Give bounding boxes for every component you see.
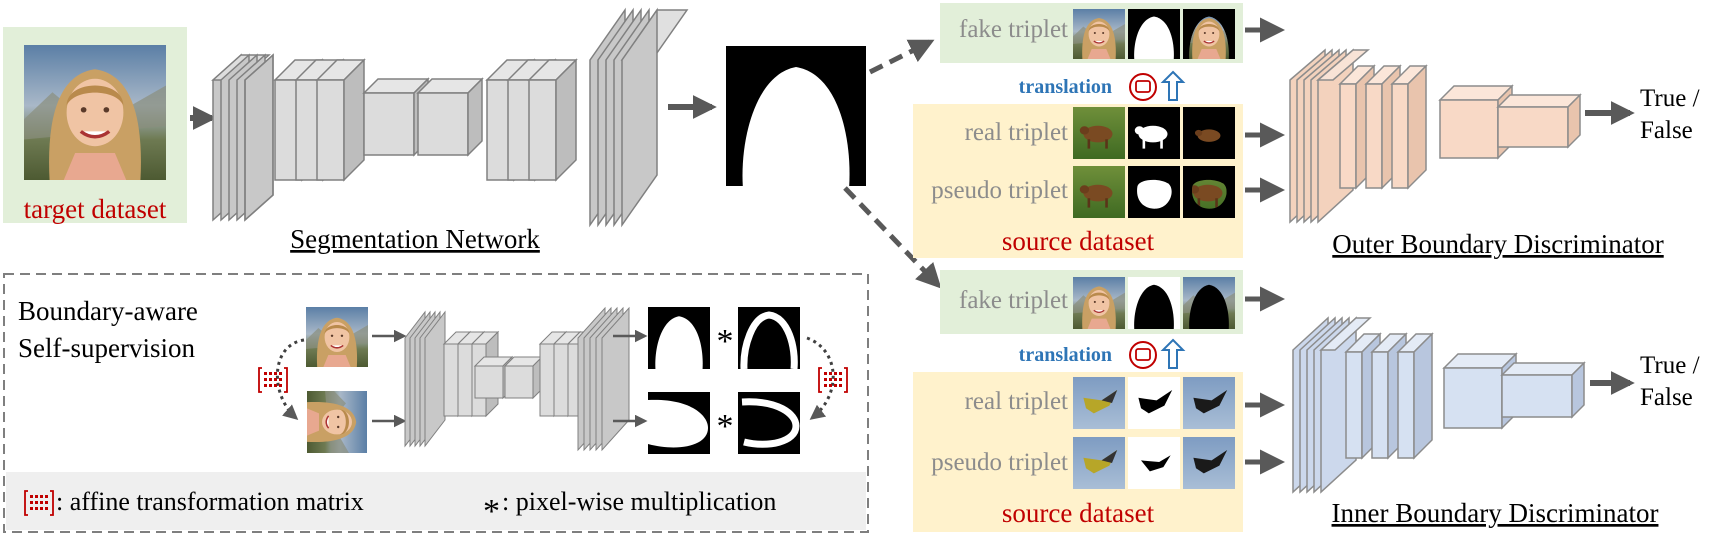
- face-photo-icon: [1183, 9, 1235, 59]
- outer-false-label: False: [1640, 117, 1693, 144]
- dashed-arrow-outer: [868, 39, 935, 75]
- refresh-icon: [1129, 73, 1157, 101]
- mask-icon: [1128, 107, 1180, 159]
- cow-photo-icon: [1073, 107, 1125, 159]
- inner-source-dataset-label: source dataset: [1002, 498, 1155, 528]
- affine-matrix-icon: [258, 367, 288, 393]
- mask-icon: [1128, 437, 1180, 489]
- face-photo-icon: [22, 43, 168, 182]
- up-arrow-icon: [1160, 338, 1186, 369]
- small-segmentation-network: [404, 306, 630, 452]
- mask-icon: [1128, 377, 1180, 429]
- mask-icon: [648, 392, 710, 454]
- inner-true-label: True /: [1640, 352, 1700, 379]
- legend-pixelwise-label: : pixel-wise multiplication: [502, 487, 776, 516]
- inner-fake-triplet-label: fake triplet: [959, 287, 1068, 314]
- outer-boundary-discriminator: [1289, 48, 1582, 224]
- refresh-icon: [1129, 341, 1157, 369]
- bird-photo-icon: [1073, 377, 1125, 429]
- outer-source-dataset-label: source dataset: [1002, 226, 1155, 256]
- self-supervision-title-line2: Self-supervision: [18, 333, 195, 363]
- outer-pseudo-triplet-label: pseudo triplet: [931, 177, 1068, 204]
- outer-real-triplet-label: real triplet: [965, 119, 1068, 146]
- legend-affine-label: : affine transformation matrix: [56, 487, 364, 516]
- face-photo-icon: [1072, 276, 1126, 330]
- outer-discriminator-label: Outer Boundary Discriminator: [1332, 229, 1663, 259]
- face-photo-icon: [305, 306, 369, 368]
- inner-pseudo-triplet-label: pseudo triplet: [931, 449, 1068, 476]
- multiply-symbol-2: *: [717, 408, 734, 445]
- outer-fake-triplet-label: fake triplet: [959, 16, 1068, 43]
- inner-discriminator-label: Inner Boundary Discriminator: [1332, 498, 1659, 528]
- multiply-symbol-1: *: [717, 323, 734, 360]
- segmentation-network-label: Segmentation Network: [290, 224, 540, 254]
- mask-icon: [1128, 166, 1180, 218]
- bird-photo-icon: [1073, 437, 1125, 489]
- inner-real-triplet-label: real triplet: [965, 388, 1068, 415]
- legend-strip: [6, 472, 866, 530]
- bird-photo-icon: [1183, 437, 1235, 489]
- inner-false-label: False: [1640, 384, 1693, 411]
- segmentation-network: [211, 7, 689, 228]
- inner-boundary-discriminator: [1292, 316, 1586, 494]
- self-supervision-box: [3, 273, 869, 533]
- cow-photo-icon: [1183, 166, 1235, 218]
- face-photo-icon: [1183, 277, 1235, 329]
- legend-asterisk-symbol: *: [483, 493, 500, 530]
- boundary-mask-icon: [738, 307, 800, 370]
- dotted-arrow-left: [275, 338, 305, 420]
- mask-icon: [648, 307, 710, 369]
- mask-icon: [1128, 277, 1180, 329]
- bird-photo-icon: [1183, 377, 1235, 429]
- cow-photo-icon: [1183, 107, 1235, 159]
- output-mask-icon: [726, 46, 866, 186]
- face-photo-icon: [306, 390, 368, 454]
- outer-translation-label: translation: [1019, 76, 1112, 98]
- up-arrow-icon: [1160, 70, 1186, 101]
- boundary-mask-icon: [738, 392, 800, 454]
- self-supervision-title-line1: Boundary-aware: [18, 296, 198, 326]
- inner-translation-label: translation: [1019, 344, 1112, 366]
- target-dataset-label: target dataset: [24, 194, 167, 224]
- cow-photo-icon: [1073, 166, 1125, 218]
- dashed-arrow-inner: [843, 186, 942, 289]
- face-photo-icon: [1072, 8, 1126, 60]
- mask-icon: [1128, 9, 1180, 59]
- outer-true-label: True /: [1640, 85, 1700, 112]
- dotted-arrow-right: [806, 336, 835, 420]
